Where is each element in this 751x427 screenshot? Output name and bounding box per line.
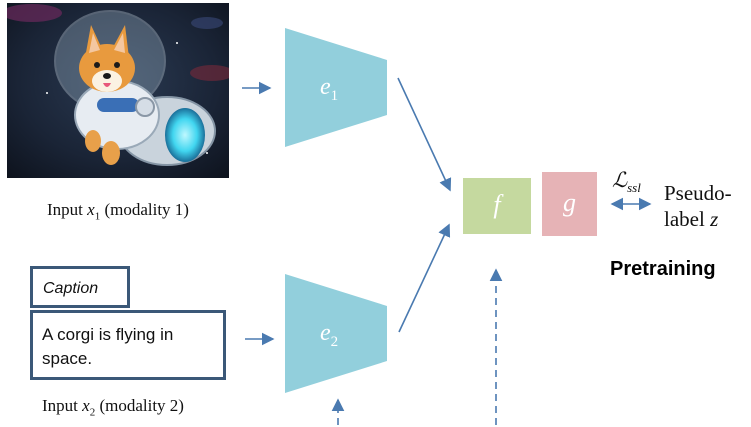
caption-text: A corgi is flying in space. — [42, 325, 174, 368]
encoder1-label: e1 — [320, 74, 339, 104]
encoder1-trapezoid — [285, 28, 387, 147]
pseudo-label-text: Pseudo- label z — [664, 181, 732, 231]
input1-label: Input x1 (modality 1) — [47, 200, 189, 223]
caption-tab: Caption — [30, 266, 130, 308]
corgi-astronaut-image — [7, 3, 229, 178]
caption-tab-label: Caption — [43, 280, 99, 297]
loss-label: ℒssl — [612, 168, 641, 196]
head-label: g — [563, 188, 576, 217]
input2-label: Input x2 (modality 2) — [42, 396, 184, 419]
stage-label: Pretraining — [610, 258, 716, 280]
caption-text-box: A corgi is flying in space. — [30, 310, 226, 380]
encoder2-trapezoid — [285, 274, 387, 393]
encoder2-label: e2 — [320, 320, 339, 350]
head-module-g: g — [542, 172, 597, 236]
arrow-e1-to-f — [397, 77, 452, 192]
arrow-e2-to-f — [398, 223, 451, 333]
fusion-module-f: f — [463, 178, 531, 234]
fusion-label: f — [493, 190, 501, 219]
